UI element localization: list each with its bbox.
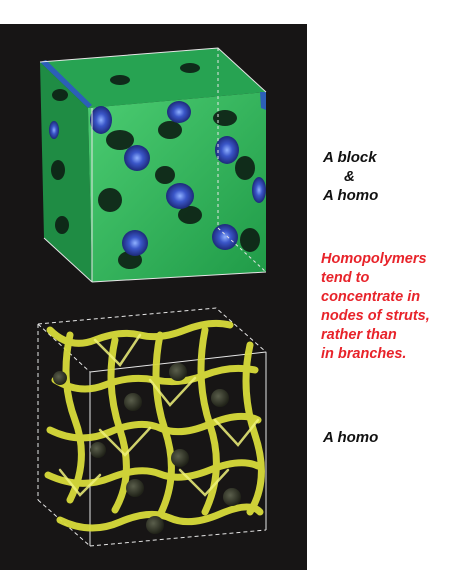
block-homo-label-line3: A homo — [323, 187, 379, 204]
block-homo-label-line1: A block — [323, 149, 377, 166]
green-side-face — [40, 62, 92, 282]
block-homo-cube — [39, 47, 267, 283]
block-homo-label-ampersand: & — [344, 168, 355, 185]
homopolymer-note: Homopolymers tend to concentrate in node… — [321, 251, 430, 362]
green-top-face — [40, 48, 266, 108]
homo-cube — [37, 307, 267, 547]
homo-label: A homo — [323, 429, 379, 446]
